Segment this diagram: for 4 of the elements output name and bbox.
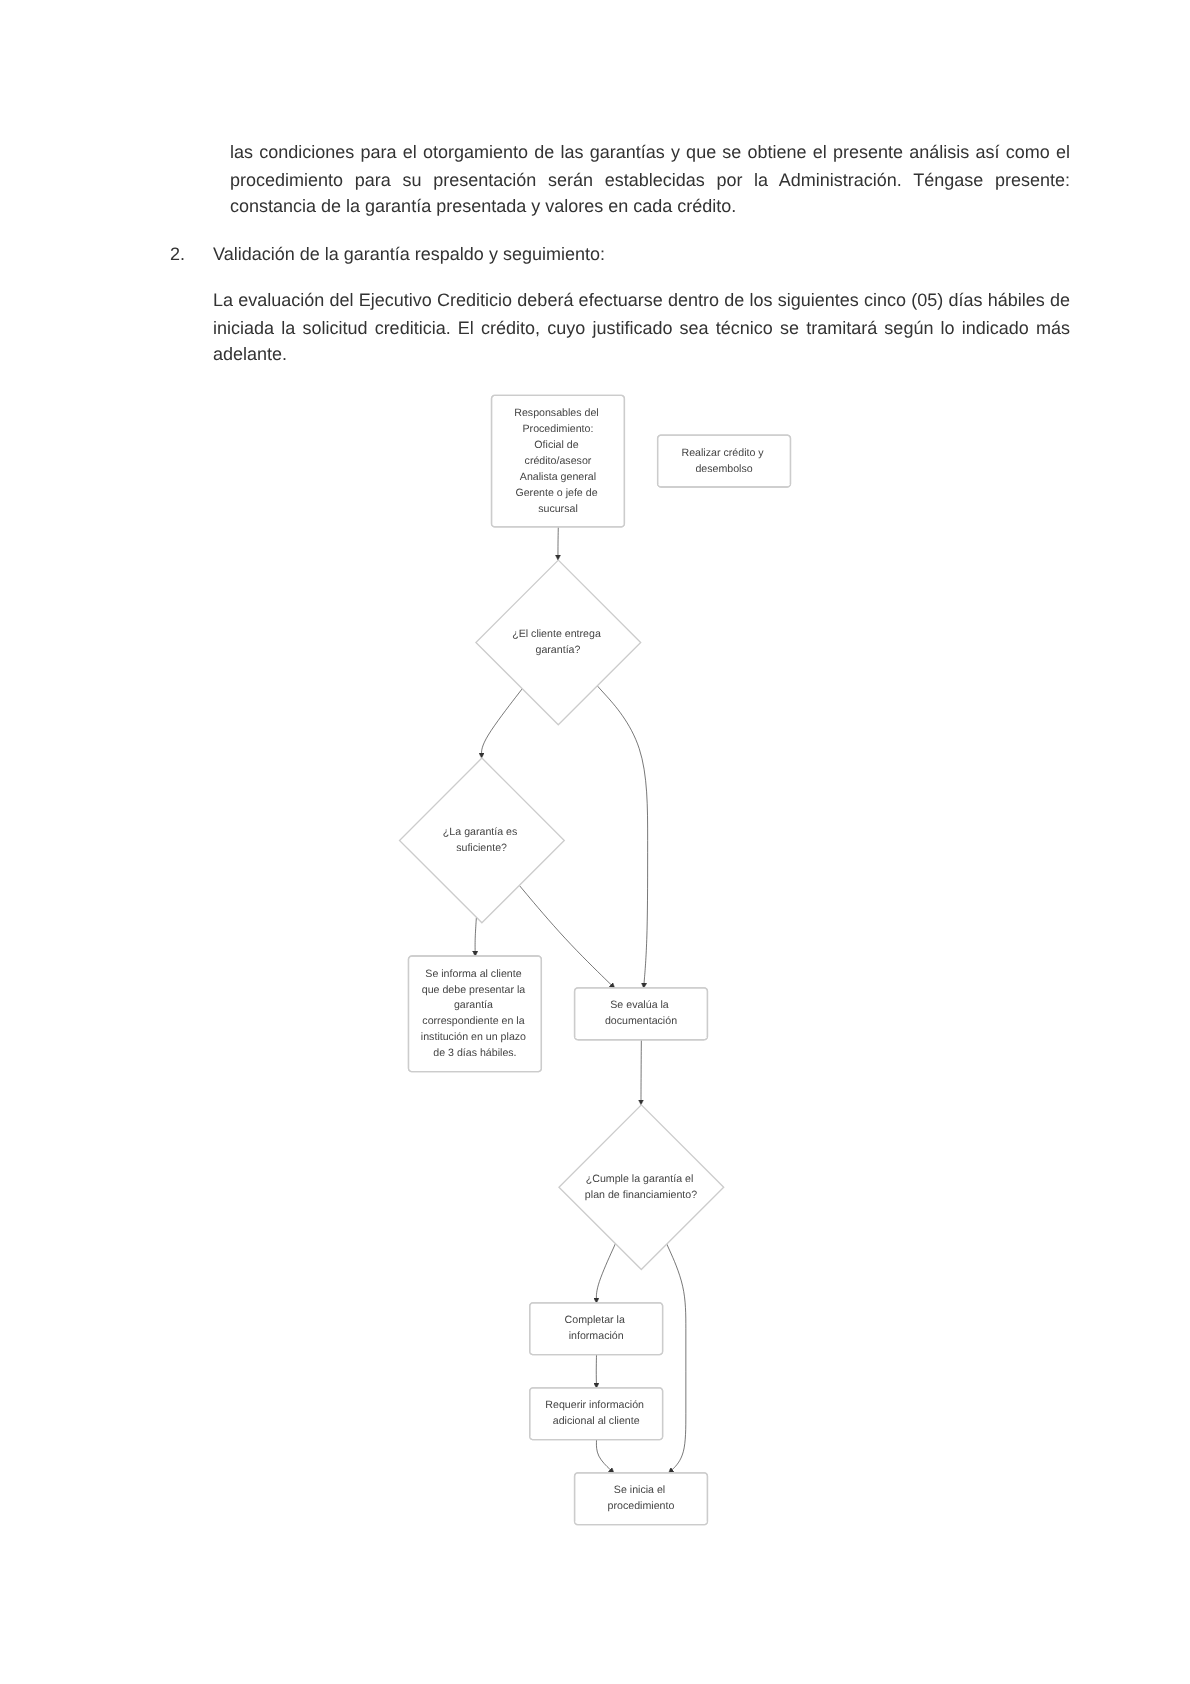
paragraph: La evaluación del Ejecutivo Crediticio deberá efectuarse dentro de los siguientes cinco (05) días hábiles de iniciada la solicitud crediticia. El crédito, cuyo justificado sea técnico se tramitará según lo indicado más adelante.: [213, 288, 1070, 368]
paragraph: las condiciones para el otorgamiento de las garantías y que se obtiene el presente análisis así como el procedimiento para su presentación serán establecidas por la Administración. Téngase presente: constancia de la garantía presentada y valores en cada crédito.: [230, 140, 1070, 220]
list-number: 2.: [170, 241, 186, 267]
section-heading: Validación de la garantía respaldo y seguimiento:: [213, 241, 607, 268]
